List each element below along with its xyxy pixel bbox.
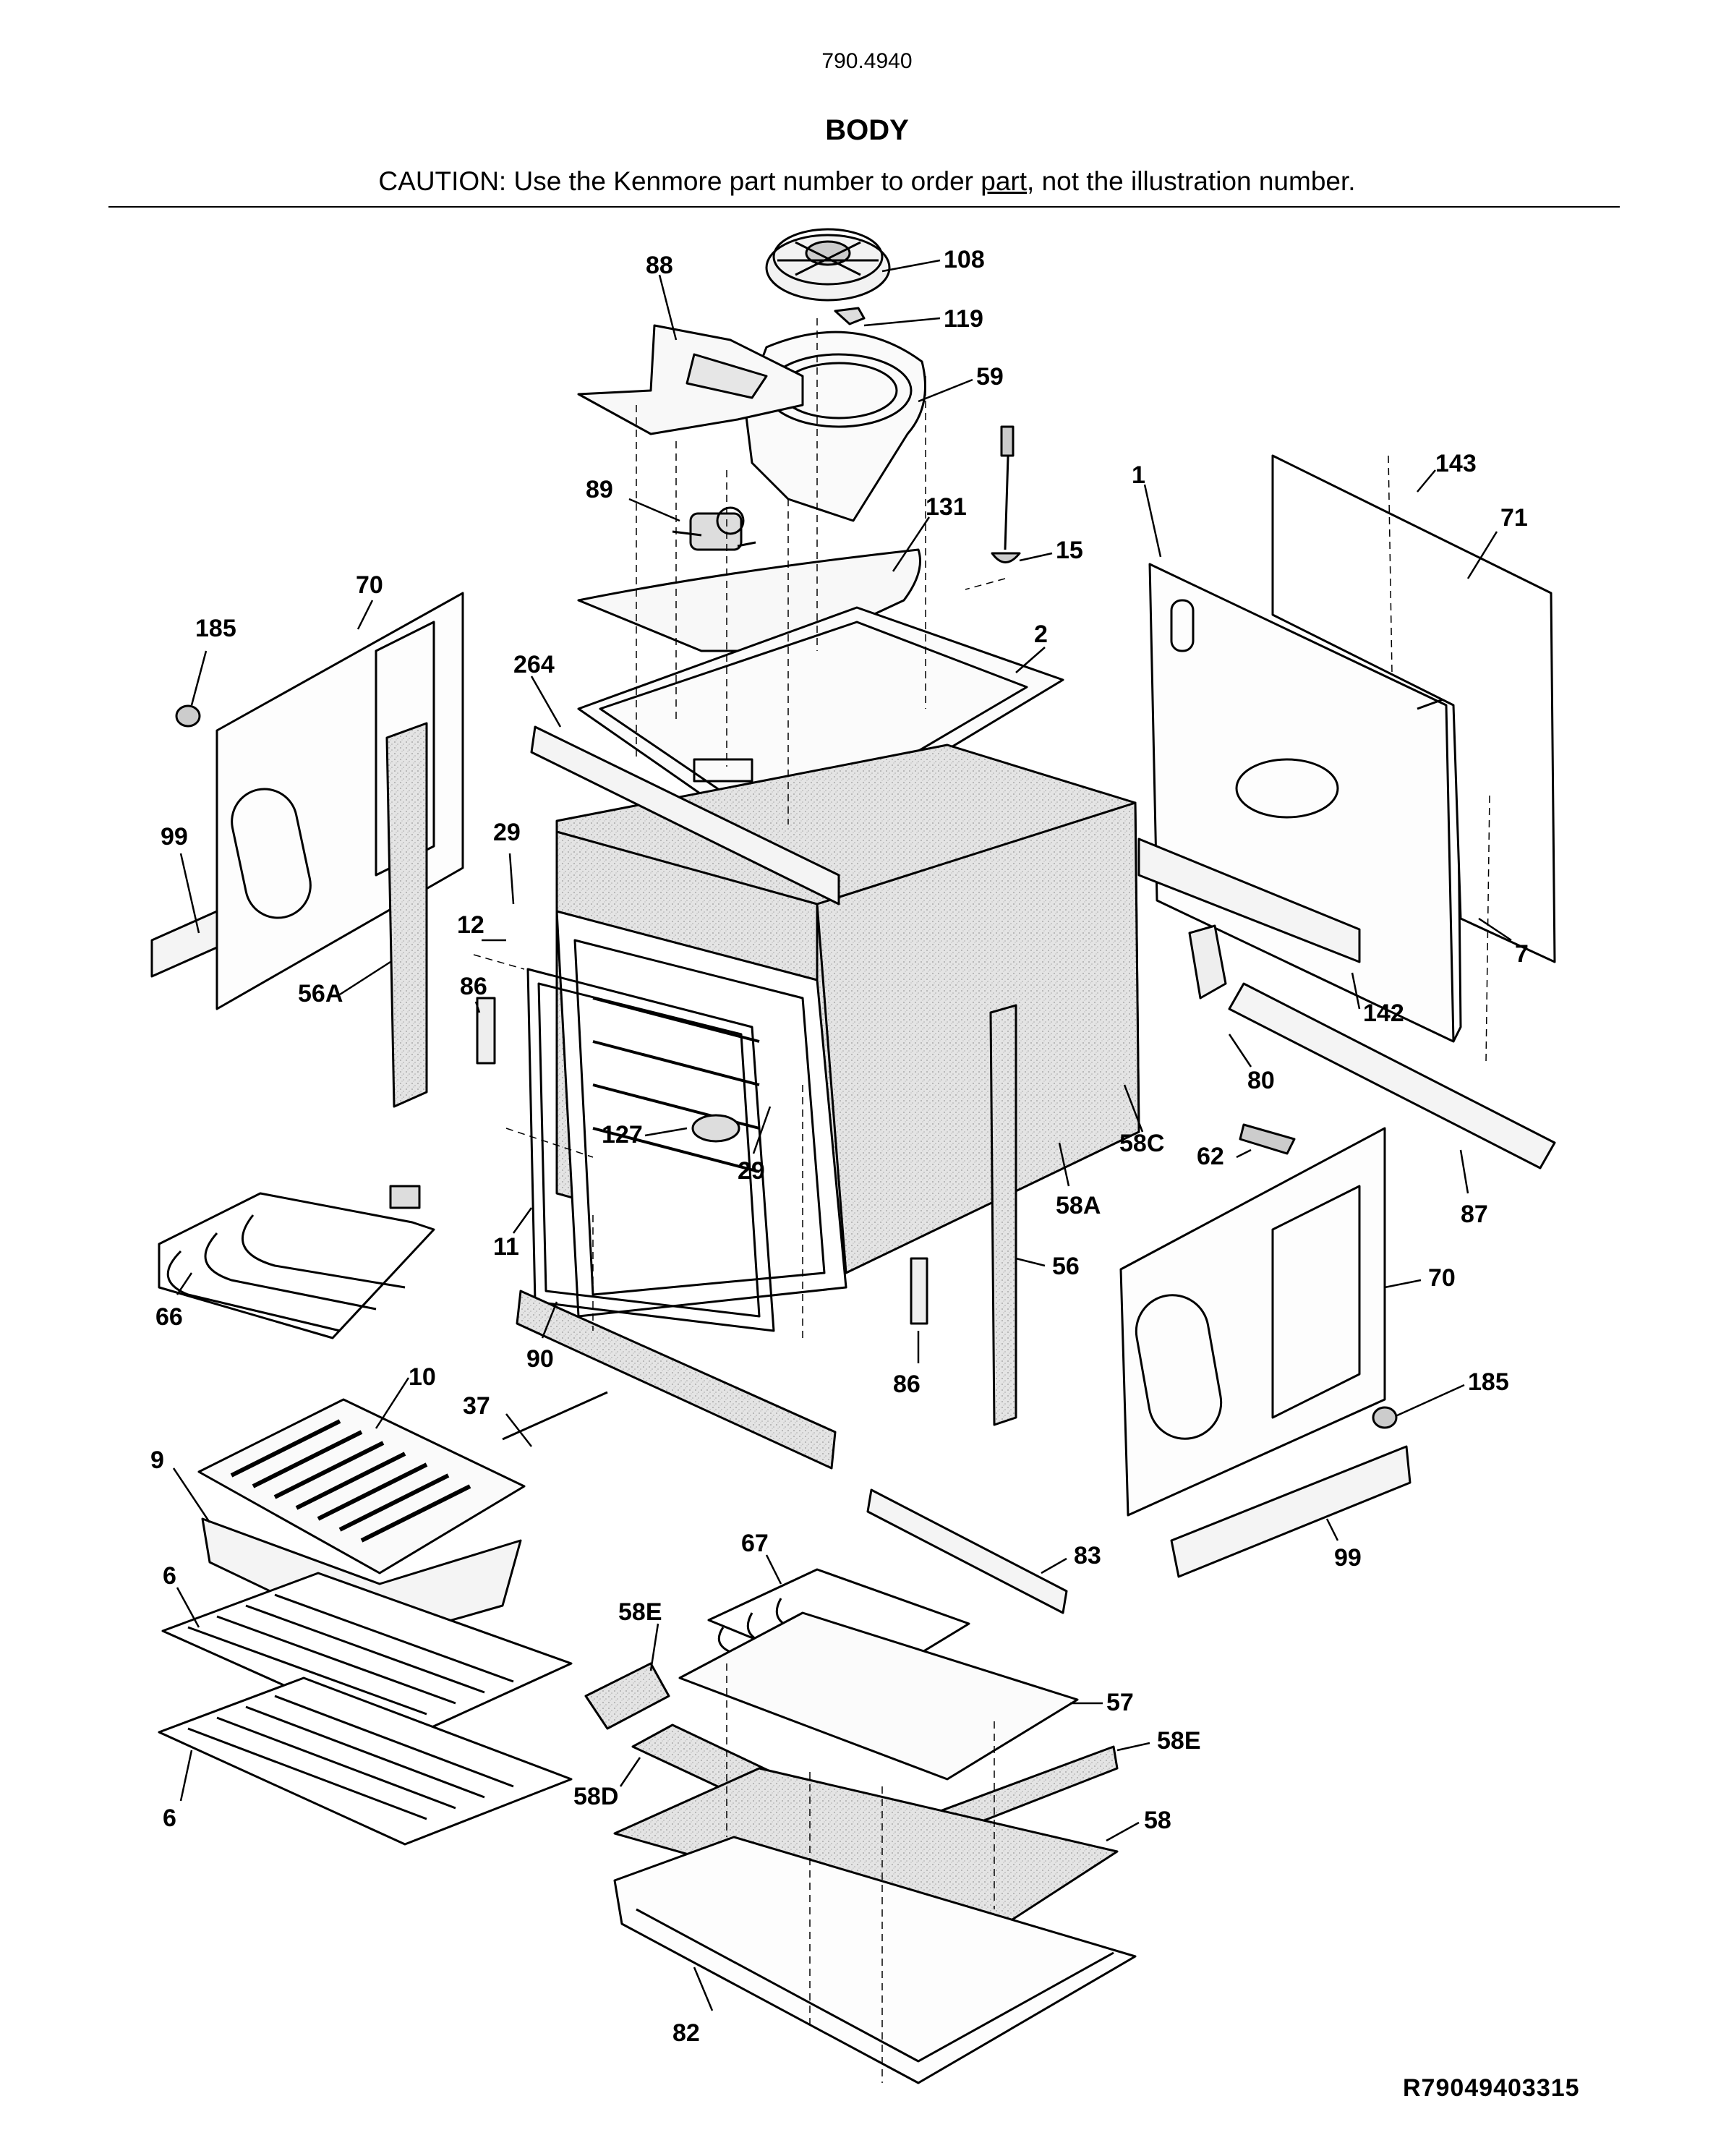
callout-80: 80 bbox=[1247, 1067, 1275, 1094]
left-bracket-drawing bbox=[150, 910, 218, 978]
oven-rack-drawing bbox=[161, 1572, 573, 1741]
part-drawings bbox=[150, 228, 1556, 2084]
callout-86-left: 86 bbox=[460, 973, 487, 1000]
callout-66: 66 bbox=[155, 1303, 183, 1331]
broil-element-drawing bbox=[158, 1185, 435, 1339]
callout-82: 82 bbox=[672, 2019, 700, 2047]
left-trim-drawing bbox=[385, 722, 428, 1108]
callout-56A: 56A bbox=[298, 980, 343, 1007]
caution-note: CAUTION: Use the Kenmore part number to … bbox=[0, 166, 1734, 197]
rear-panel-drawing bbox=[1148, 563, 1462, 1043]
door-hinge-receiver-drawing-2 bbox=[910, 1257, 928, 1325]
section-title: BODY bbox=[825, 114, 909, 146]
callout-127: 127 bbox=[602, 1121, 643, 1149]
front-trim-drawing bbox=[530, 725, 840, 906]
callout-71: 71 bbox=[1500, 504, 1528, 532]
callout-7: 7 bbox=[1515, 940, 1529, 968]
callout-11: 11 bbox=[493, 1233, 519, 1261]
callout-87: 87 bbox=[1461, 1201, 1488, 1228]
diagram-code: R79049403315 bbox=[1403, 2074, 1580, 2102]
door-switch-drawing bbox=[502, 1391, 608, 1441]
element-bracket-drawing bbox=[866, 1488, 1068, 1614]
callout-86-right: 86 bbox=[893, 1371, 921, 1398]
caution-text: CAUTION: Use the Kenmore part number to … bbox=[378, 166, 981, 196]
callout-37: 37 bbox=[463, 1392, 490, 1420]
callout-1: 1 bbox=[1132, 461, 1145, 489]
callout-99-right: 99 bbox=[1334, 1544, 1362, 1572]
bake-element-cover-drawing bbox=[678, 1611, 1079, 1781]
callout-58C: 58C bbox=[1119, 1130, 1164, 1157]
callout-57: 57 bbox=[1106, 1689, 1134, 1716]
callout-70-right: 70 bbox=[1428, 1264, 1456, 1292]
callout-58E-left: 58E bbox=[618, 1598, 662, 1626]
header-divider bbox=[108, 206, 1620, 208]
callout-131: 131 bbox=[926, 493, 967, 521]
callout-108: 108 bbox=[944, 246, 985, 273]
temperature-sensor-drawing bbox=[991, 425, 1021, 563]
bracket-drawing bbox=[1188, 924, 1227, 1000]
callout-labels: 108 88 119 59 143 1 71 89 131 15 70 185 … bbox=[150, 246, 1529, 2047]
side-rail-drawing bbox=[1228, 982, 1556, 1169]
callout-56: 56 bbox=[1052, 1253, 1080, 1280]
broil-pan-grid-drawing bbox=[197, 1398, 526, 1575]
callout-58A: 58A bbox=[1056, 1192, 1101, 1219]
insulation-block-drawing bbox=[584, 1662, 670, 1730]
callout-67: 67 bbox=[741, 1530, 769, 1557]
callout-59: 59 bbox=[976, 363, 1004, 391]
callout-2: 2 bbox=[1034, 621, 1048, 648]
callout-185-left: 185 bbox=[195, 615, 236, 642]
callout-83: 83 bbox=[1074, 1542, 1101, 1569]
callout-6-top: 6 bbox=[163, 1562, 176, 1590]
callout-99-left: 99 bbox=[161, 823, 188, 851]
assembly-guide-lines bbox=[473, 318, 1490, 2083]
callout-89: 89 bbox=[586, 476, 613, 503]
lower-front-trim-drawing bbox=[516, 1290, 837, 1470]
model-number: 790.4940 bbox=[821, 49, 913, 73]
right-side-panel-drawing bbox=[1119, 1127, 1386, 1517]
callout-143: 143 bbox=[1435, 450, 1477, 477]
right-bracket-drawing bbox=[1170, 1445, 1411, 1578]
left-side-panel-drawing bbox=[215, 592, 464, 1010]
callout-58E-right: 58E bbox=[1157, 1727, 1201, 1755]
callout-29-top: 29 bbox=[493, 819, 521, 846]
motor-drawing bbox=[672, 506, 756, 551]
callout-142: 142 bbox=[1363, 1000, 1404, 1027]
rear-rail-drawing bbox=[1137, 838, 1361, 963]
callout-58D: 58D bbox=[573, 1783, 618, 1810]
oven-front-frame-drawing bbox=[526, 910, 847, 1332]
terminal-block-drawing bbox=[1239, 1123, 1296, 1155]
callout-58: 58 bbox=[1144, 1807, 1171, 1834]
air-duct-drawing bbox=[577, 324, 804, 435]
callout-12: 12 bbox=[457, 911, 484, 939]
callout-119: 119 bbox=[944, 305, 983, 333]
fan-nut-drawing bbox=[834, 307, 866, 325]
callout-185-right: 185 bbox=[1468, 1368, 1509, 1396]
callout-70-left: 70 bbox=[356, 571, 383, 599]
bumper-drawing bbox=[175, 704, 201, 728]
callout-9: 9 bbox=[150, 1446, 164, 1474]
callout-62: 62 bbox=[1197, 1143, 1224, 1170]
callout-leaders bbox=[172, 259, 1512, 2011]
oven-rack-drawing-2 bbox=[158, 1676, 573, 1846]
caution-part-link: part bbox=[981, 166, 1028, 196]
caution-text-end: , not the illustration number. bbox=[1027, 166, 1356, 196]
callout-10: 10 bbox=[409, 1363, 436, 1391]
bumper-drawing-2 bbox=[1372, 1406, 1398, 1429]
callout-264: 264 bbox=[513, 651, 555, 678]
rear-cover-drawing bbox=[1271, 454, 1556, 963]
callout-6-bottom: 6 bbox=[163, 1805, 176, 1832]
callout-90: 90 bbox=[526, 1345, 554, 1373]
bottom-pan-drawing bbox=[613, 1836, 1137, 2084]
door-hinge-receiver-drawing bbox=[476, 997, 496, 1065]
convection-fan-drawing bbox=[765, 228, 891, 302]
right-trim-drawing bbox=[989, 1004, 1017, 1426]
broil-pan-drawing bbox=[201, 1517, 522, 1643]
callout-15: 15 bbox=[1056, 537, 1083, 564]
callout-88: 88 bbox=[646, 252, 673, 279]
callout-29-bottom: 29 bbox=[738, 1157, 765, 1185]
